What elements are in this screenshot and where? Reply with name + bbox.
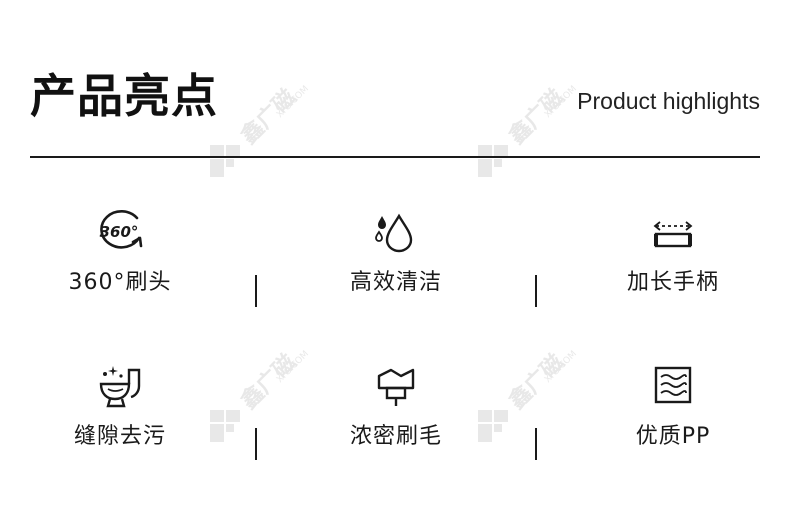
feature-item: 缝隙去污 bbox=[20, 362, 220, 450]
feature-label: 360°刷头 bbox=[68, 270, 172, 295]
feature-label: 优质PP bbox=[635, 424, 711, 449]
feature-item: 加长手柄 bbox=[573, 208, 773, 296]
watermark: 鑫广磁 XFS.COM bbox=[210, 70, 330, 194]
column-divider bbox=[255, 428, 257, 460]
feature-item: 360° 360°刷头 bbox=[20, 208, 220, 296]
watermark-brand: 鑫广磁 bbox=[504, 84, 569, 149]
column-divider bbox=[535, 428, 537, 460]
feature-label: 加长手柄 bbox=[626, 270, 719, 295]
wave-material-icon bbox=[654, 366, 692, 404]
watermark-brand: 鑫广磁 bbox=[236, 349, 301, 414]
watermark-brand: 鑫广磁 bbox=[236, 84, 301, 149]
rotate-360-icon: 360° bbox=[100, 210, 143, 249]
watermark: 鑫广磁 XFS.COM bbox=[478, 335, 598, 459]
feature-label: 高效清洁 bbox=[349, 270, 442, 295]
page-title: 产品亮点 bbox=[30, 69, 218, 123]
feature-item: 优质PP bbox=[573, 362, 773, 450]
water-drops-icon bbox=[375, 213, 413, 253]
watermark: 鑫广磁 XFS.COM bbox=[210, 335, 330, 459]
column-divider bbox=[535, 275, 537, 307]
svg-text:360°: 360° bbox=[100, 223, 139, 241]
feature-label: 缝隙去污 bbox=[73, 424, 166, 449]
column-divider bbox=[255, 275, 257, 307]
feature-item: 浓密刷毛 bbox=[296, 362, 496, 450]
toilet-clean-icon bbox=[99, 366, 141, 408]
dense-bristles-icon bbox=[377, 368, 415, 406]
watermark: 鑫广磁 XFS.COM bbox=[478, 70, 598, 194]
feature-label: 浓密刷毛 bbox=[349, 424, 442, 449]
header-divider bbox=[30, 156, 760, 158]
feature-item: 高效清洁 bbox=[296, 208, 496, 296]
page-subtitle: Product highlights bbox=[577, 88, 760, 114]
watermark-brand: 鑫广磁 bbox=[504, 349, 569, 414]
extended-handle-icon bbox=[653, 221, 693, 248]
